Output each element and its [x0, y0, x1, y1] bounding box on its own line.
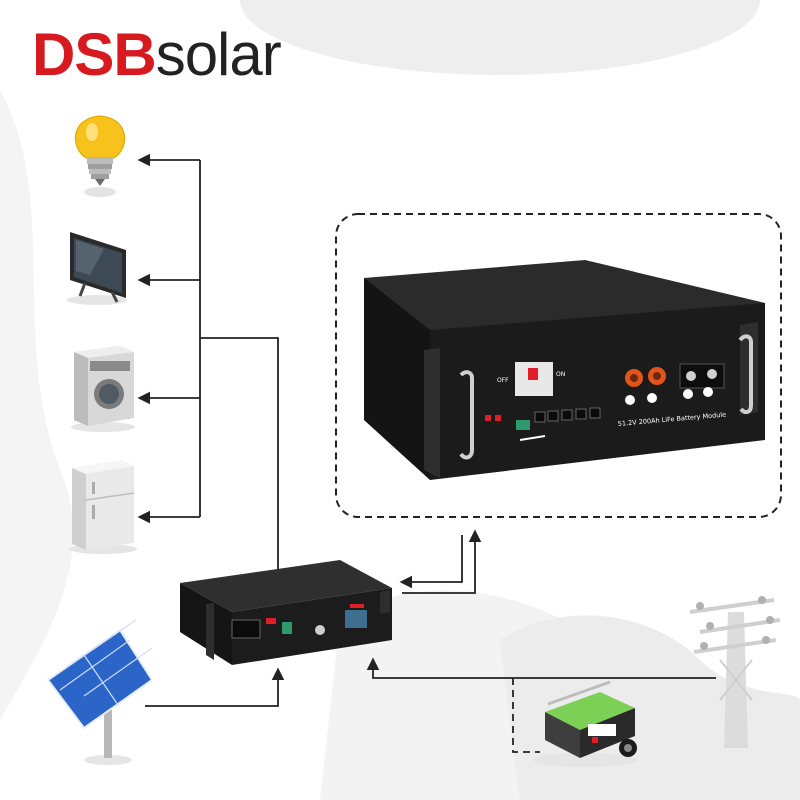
brand-suffix: solar: [155, 21, 282, 88]
inverter-to-battery-line: [402, 529, 482, 594]
generator-icon: [533, 680, 637, 767]
battery-module-icon: [364, 260, 765, 480]
solar-to-inverter-line: [145, 667, 285, 707]
generator-to-grid-line: [512, 678, 540, 753]
power-pole-icon: [689, 596, 781, 748]
brand-name: DSB: [32, 21, 157, 88]
washing-machine-icon: [71, 346, 135, 432]
solar-panel-icon: [46, 619, 154, 765]
light-bulb-icon: [74, 115, 126, 197]
tv-icon: [67, 232, 127, 305]
grid-to-inverter-line: [366, 657, 716, 679]
inverter-icon: [180, 560, 392, 665]
connection-lines: [137, 153, 716, 753]
battery-frame: [335, 213, 782, 518]
battery-to-inverter-line: [399, 535, 463, 589]
inverter-to-loads-line: [200, 337, 279, 570]
battery-switch-on-label: ON: [556, 371, 565, 378]
brand-logo: DSBsolar: [32, 20, 282, 90]
battery-switch-off-label: OFF: [497, 377, 509, 384]
refrigerator-icon: [69, 460, 137, 554]
